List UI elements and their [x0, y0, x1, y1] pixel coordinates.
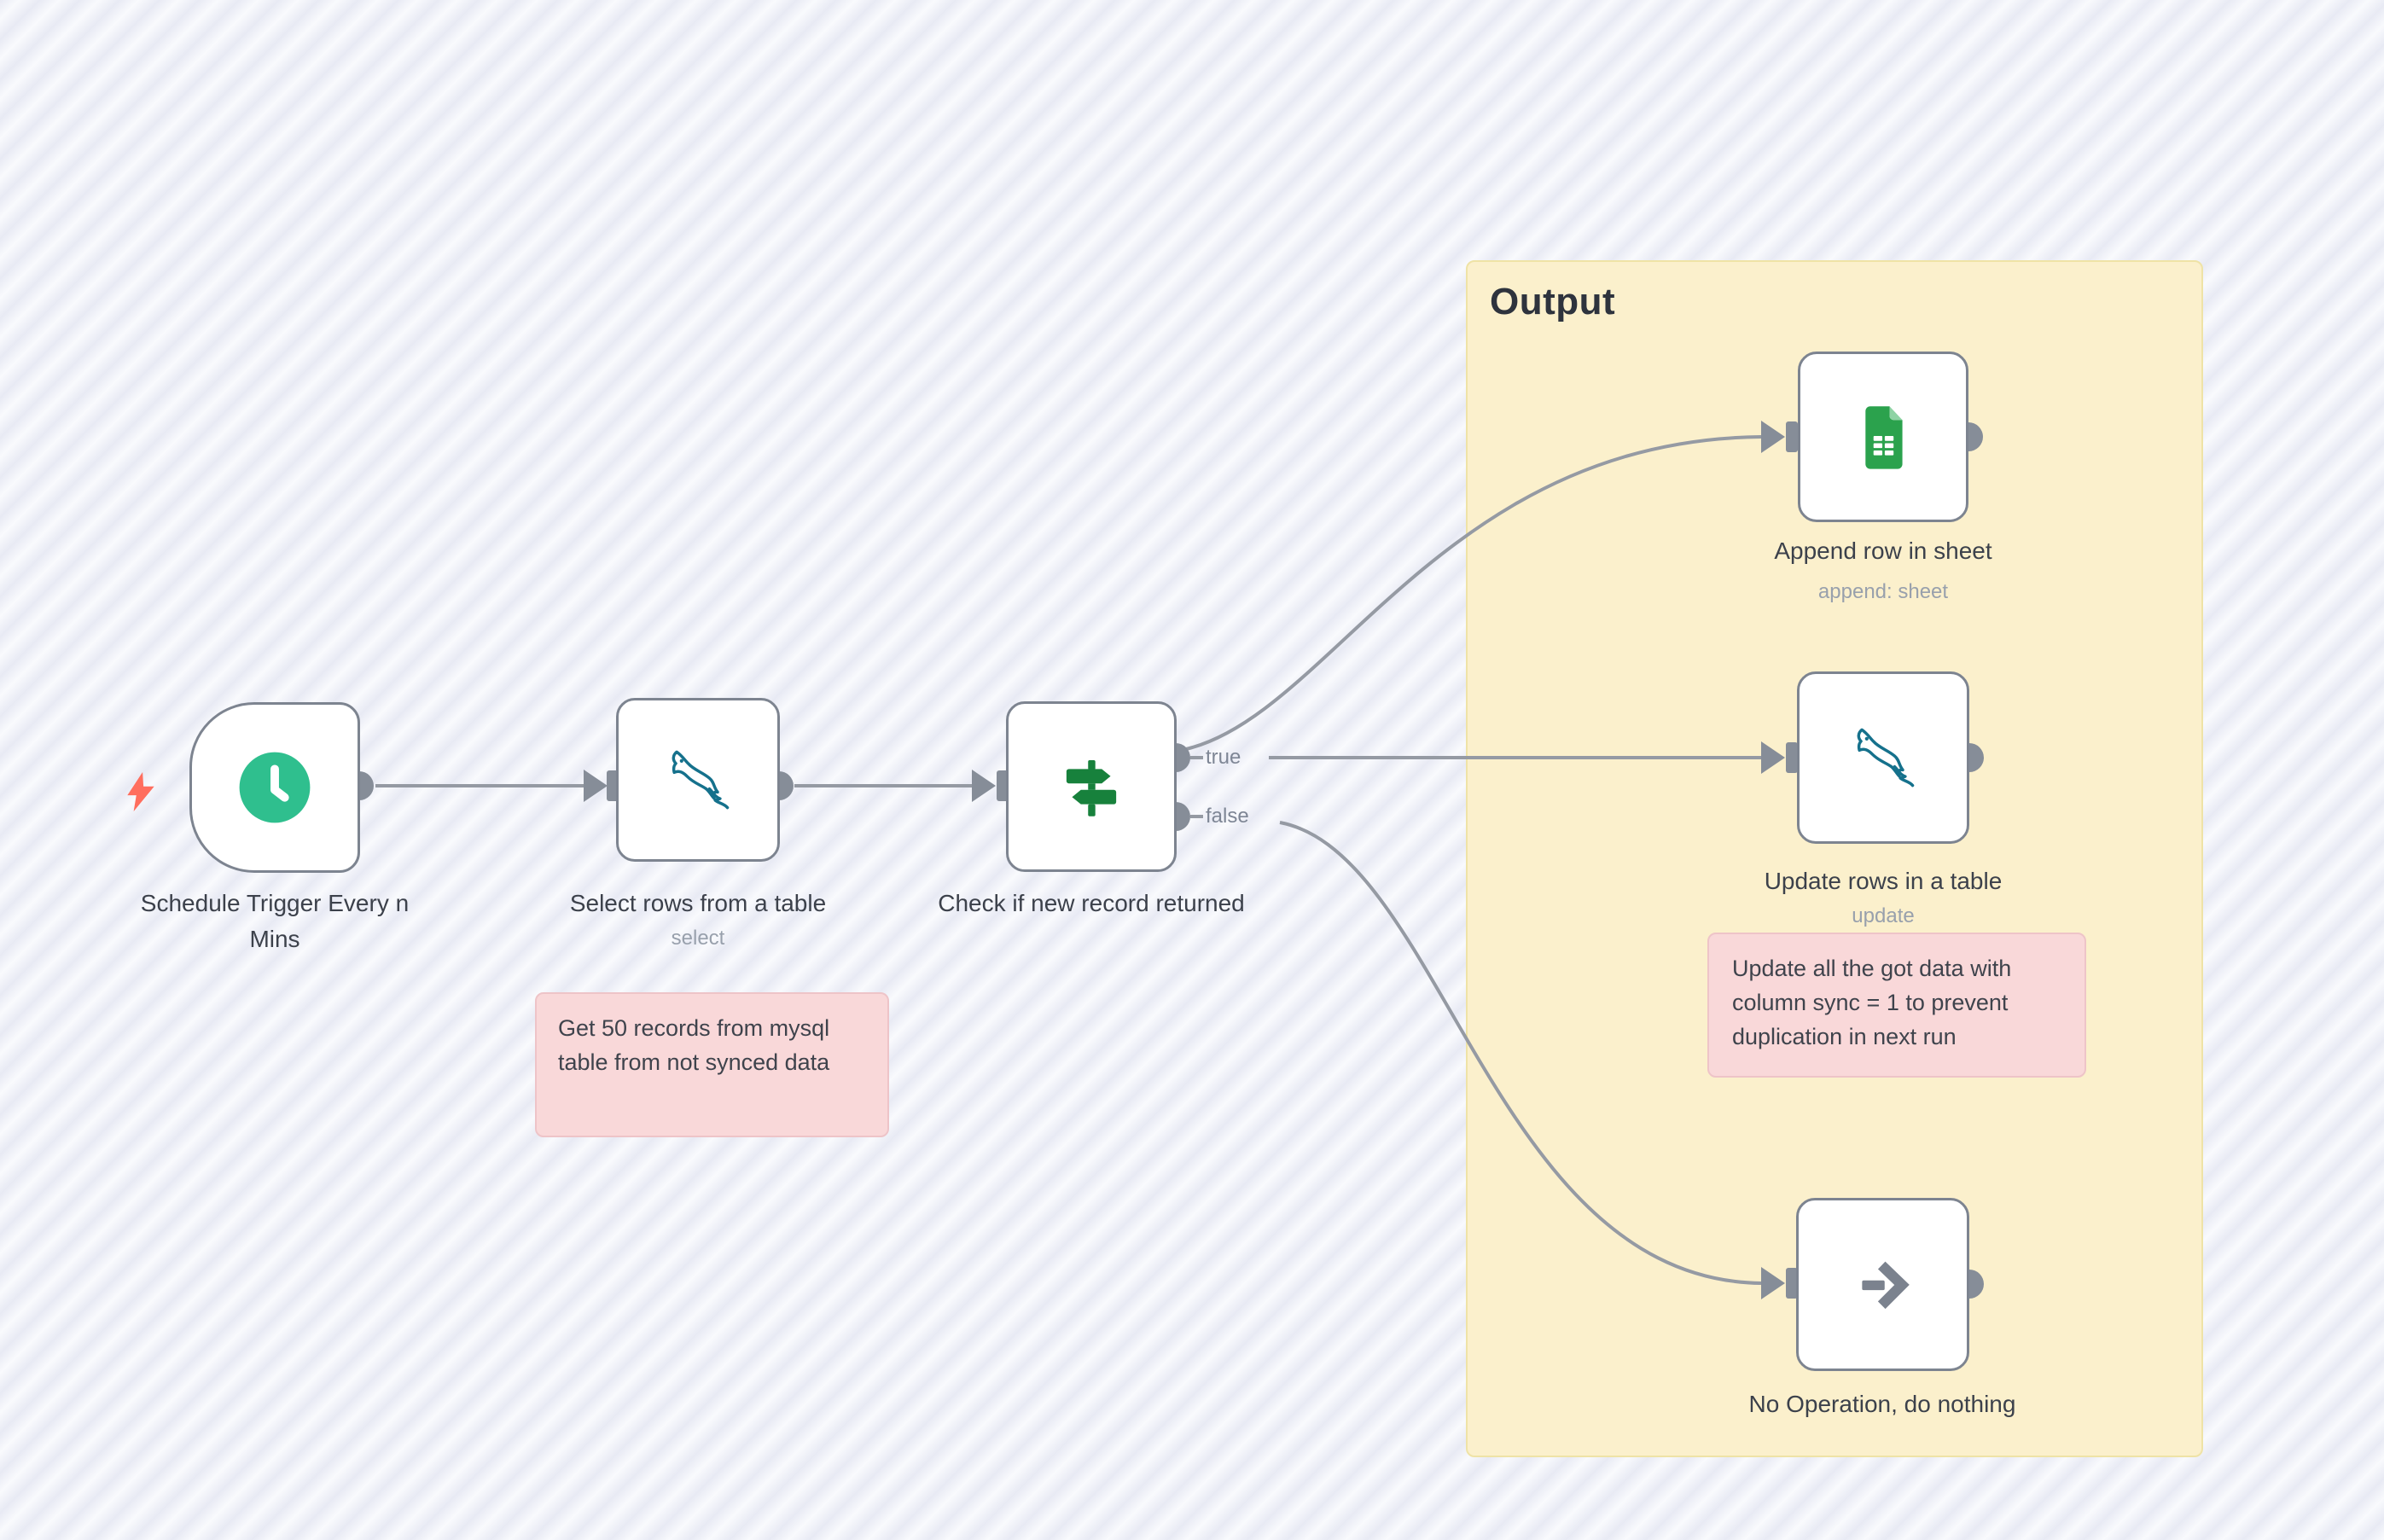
node-mysql-select[interactable] — [616, 698, 780, 862]
node-label-noop: No Operation, do nothing — [1748, 1391, 2016, 1417]
node-subtitle-select: select — [671, 927, 725, 950]
input-port-check — [972, 770, 996, 802]
branch-label-true: true — [1206, 746, 1241, 769]
node-google-sheets-append[interactable] — [1798, 352, 1968, 522]
input-port-noop — [1761, 1267, 1785, 1299]
input-port-select — [584, 770, 608, 802]
trigger-bolt-icon — [127, 772, 154, 811]
node-label-sheets: Append row in sheet — [1774, 538, 1992, 564]
input-port-sheets — [1761, 421, 1785, 453]
node-schedule-trigger[interactable] — [189, 702, 360, 873]
node-label-check: Check if new record returned — [938, 890, 1245, 916]
sticky-note-select-comment[interactable]: Get 50 records from mysql table from not… — [535, 992, 889, 1137]
node-if-check[interactable] — [1006, 701, 1177, 872]
edge-true-to-sheets — [1185, 435, 1762, 751]
node-subtitle-sheets: append: sheet — [1817, 580, 1949, 603]
branch-label-false: false — [1206, 805, 1249, 828]
node-mysql-update[interactable] — [1797, 671, 1969, 844]
node-label-select: Select rows from a table — [569, 890, 827, 916]
node-label-schedule: Schedule Trigger Every n Mins — [140, 890, 410, 952]
sticky-note-title: Output — [1490, 281, 1616, 323]
sticky-note-update-comment[interactable]: Update all the got data with column sync… — [1707, 933, 2086, 1078]
mysql-icon — [672, 750, 730, 810]
edge-false-to-noop — [1279, 821, 1762, 1285]
node-label-update: Update rows in a table — [1764, 868, 2003, 894]
node-subtitle-update: update — [1852, 904, 1915, 927]
sticky-note-text: Update all the got data with column sync… — [1732, 956, 2012, 1049]
google-sheets-icon — [1865, 406, 1903, 469]
sticky-note-text: Get 50 records from mysql table from not… — [558, 1015, 830, 1075]
clock-trigger-icon — [239, 752, 311, 823]
node-no-operation[interactable] — [1796, 1198, 1969, 1371]
input-port-update — [1761, 741, 1785, 774]
signpost-icon — [1066, 759, 1117, 816]
mysql-icon — [1857, 728, 1915, 787]
arrow-right-icon — [1861, 1261, 1910, 1309]
